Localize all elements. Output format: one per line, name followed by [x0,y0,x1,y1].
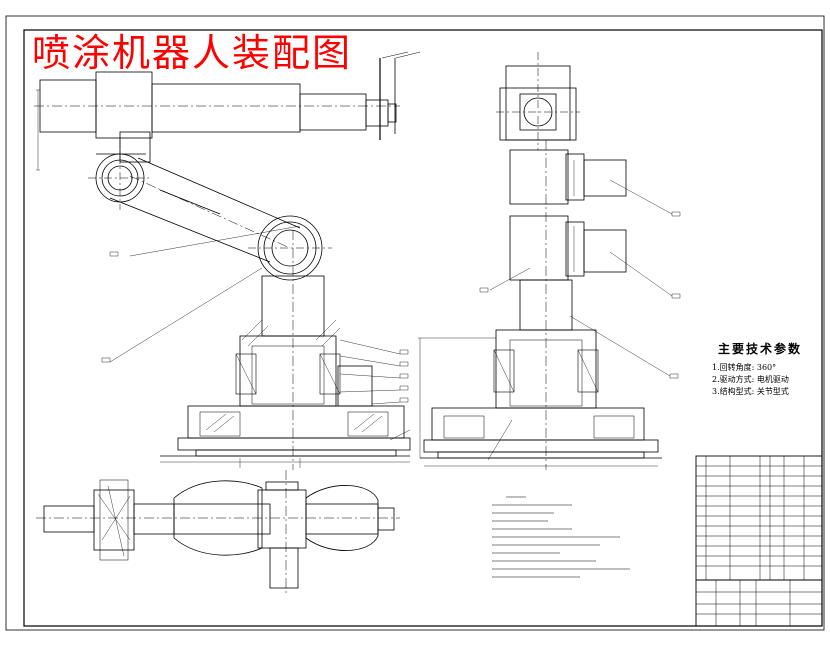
side-view [418,52,673,470]
spec-drive-mode: 2.驱动方式: 电机驱动 [712,375,789,384]
outer-border [5,15,825,631]
drawing-title: 喷涂机器人装配图 [32,31,353,75]
title-block [696,580,822,626]
callout-marks [101,211,681,403]
top-view [36,470,400,596]
front-view [34,51,421,470]
parts-list [695,455,823,627]
inner-border [23,29,823,627]
spec-rotation-angle: 1.回转角度: 360° [712,363,777,372]
spec-heading: 主要技术参数 [718,342,803,356]
technical-notes [492,496,630,578]
spec-structure-type: 3.结构型式: 关节型式 [712,387,789,396]
